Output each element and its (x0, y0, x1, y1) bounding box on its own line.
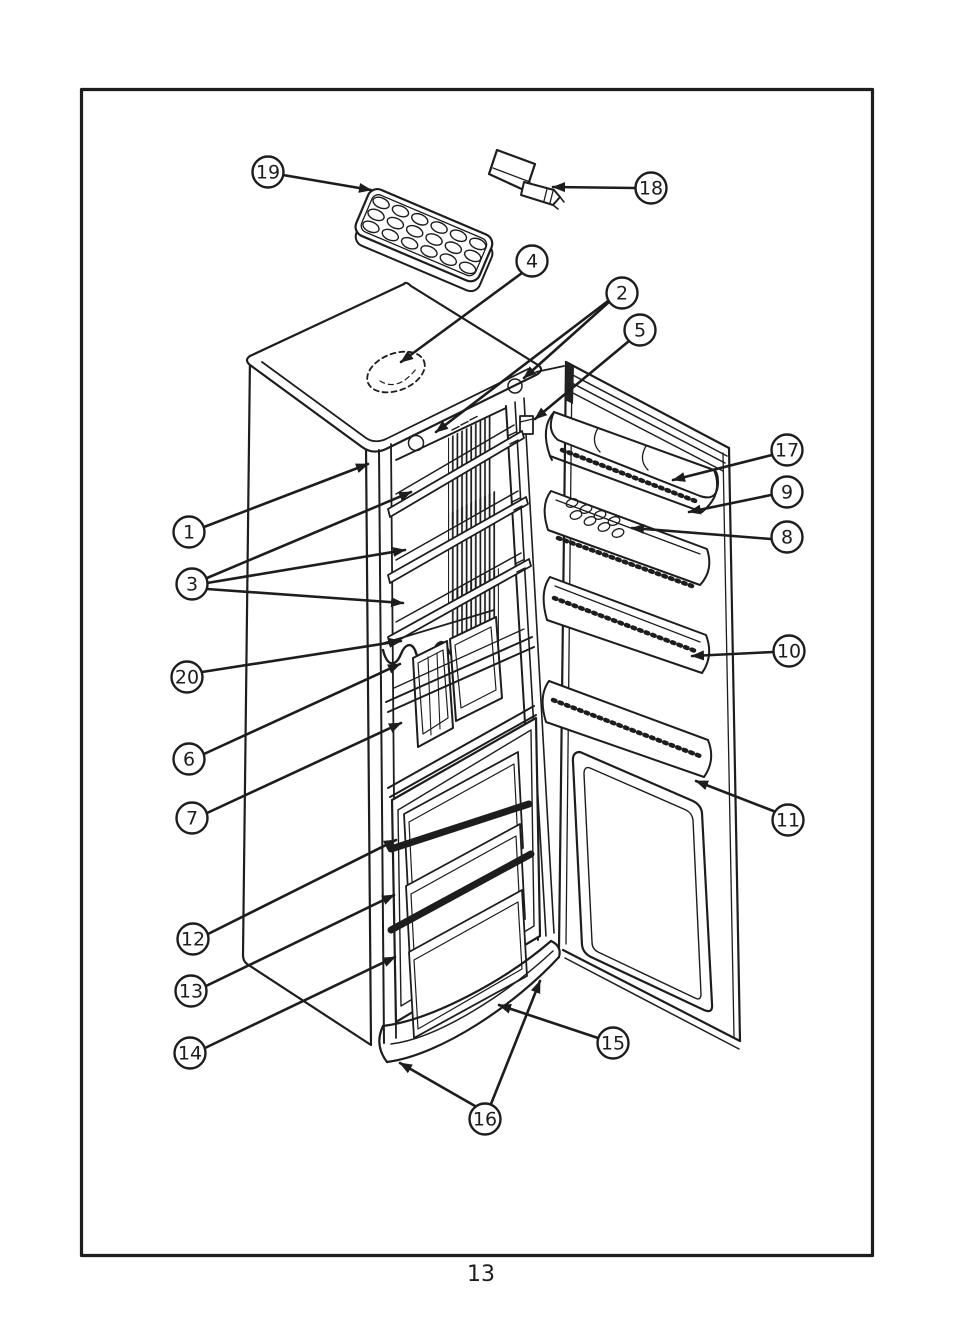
callout-20-label: 20 (175, 667, 199, 689)
leader-8 (630, 523, 773, 541)
leader-14 (203, 955, 397, 1050)
leader-20 (200, 637, 403, 674)
callout-16: 16 (468, 1102, 502, 1136)
wire-shelf-2 (387, 490, 529, 584)
leader-3b (205, 547, 407, 585)
callout-19-label: 19 (256, 162, 280, 184)
cabinet (241, 281, 565, 1064)
callout-11-label: 11 (776, 810, 800, 832)
callout-8-label: 8 (781, 527, 793, 549)
callout-17: 17 (770, 433, 804, 467)
callout-14: 14 (173, 1036, 207, 1070)
callout-18: 18 (634, 171, 668, 205)
callout-20: 20 (170, 660, 204, 694)
callout-7: 7 (175, 801, 209, 835)
wire-shelf-1 (387, 424, 525, 518)
callout-13: 13 (174, 974, 208, 1008)
callout-17-label: 17 (775, 440, 799, 462)
leader-3c (205, 587, 405, 608)
leader-1 (202, 462, 370, 529)
door-lower-panel (571, 750, 714, 1013)
callout-10: 10 (772, 634, 806, 668)
leader-16b (489, 979, 542, 1106)
crisper-cover (385, 628, 535, 713)
callout-4-label: 4 (526, 251, 538, 273)
leader-lines (200, 173, 778, 1108)
callout-4: 4 (515, 244, 549, 278)
callout-11: 11 (771, 803, 805, 837)
leader-12 (206, 838, 398, 936)
leader-7 (205, 721, 403, 815)
callout-9-label: 9 (781, 482, 793, 504)
callout-3: 3 (175, 567, 209, 601)
drawer-handle-bar-2 (387, 850, 535, 934)
leader-10 (690, 650, 775, 661)
leader-2b (434, 299, 610, 434)
leader-9 (687, 493, 773, 515)
callout-2: 2 (605, 276, 639, 310)
freezer-compartment (387, 705, 542, 1039)
door-rack-eggs (543, 490, 711, 589)
callouts: 1 3 20 6 7 12 13 14 (170, 155, 806, 1136)
leader-3a (205, 490, 413, 580)
door-rack-lower (541, 680, 713, 778)
door-rack-middle (542, 576, 711, 674)
leader-5 (533, 339, 631, 421)
callout-16-label: 16 (473, 1109, 497, 1131)
leader-13 (204, 893, 396, 988)
callout-15-label: 15 (601, 1033, 625, 1055)
callout-3-label: 3 (186, 574, 198, 596)
kick-plate (378, 939, 561, 1064)
leader-4 (399, 271, 524, 364)
callout-8: 8 (770, 520, 804, 554)
callout-19: 19 (251, 155, 285, 189)
storage-bin-1 (412, 640, 454, 748)
ice-cube-tray (354, 188, 494, 293)
callout-1-label: 1 (183, 522, 195, 544)
door-hinge-bar (565, 363, 574, 404)
callout-18-label: 18 (639, 178, 663, 200)
callout-12: 12 (176, 922, 210, 956)
callout-7-label: 7 (186, 808, 198, 830)
callout-5-label: 5 (634, 320, 646, 342)
leader-2a (522, 300, 611, 380)
callout-13-label: 13 (179, 981, 203, 1003)
cabinet-top (245, 281, 543, 453)
cabinet-left-panel (241, 355, 373, 1047)
freezer-drawer-3 (408, 889, 528, 1039)
leader-19 (281, 173, 373, 193)
leader-15 (497, 1003, 600, 1040)
callout-6-label: 6 (183, 749, 195, 771)
hinge-hole-right (507, 378, 523, 394)
lamp-recess-dashed (366, 350, 426, 394)
storage-bin-2 (449, 616, 503, 722)
leader-17 (671, 453, 774, 482)
page-number: 13 (467, 1262, 495, 1287)
callout-10-label: 10 (777, 641, 801, 663)
ice-scraper (487, 148, 565, 210)
callout-14-label: 14 (178, 1043, 202, 1065)
callout-9: 9 (770, 475, 804, 509)
drawer-handle-bar-1 (387, 800, 533, 853)
callout-15: 15 (596, 1026, 630, 1060)
leader-16a (398, 1061, 477, 1108)
callout-2-label: 2 (616, 283, 628, 305)
door-switch (519, 415, 534, 435)
callout-6: 6 (172, 742, 206, 776)
callout-1: 1 (172, 515, 206, 549)
callout-12-label: 12 (181, 929, 205, 951)
callout-5: 5 (623, 313, 657, 347)
door (541, 360, 742, 1050)
leader-6 (202, 662, 402, 756)
leader-11 (694, 779, 778, 814)
leader-18 (551, 182, 637, 193)
